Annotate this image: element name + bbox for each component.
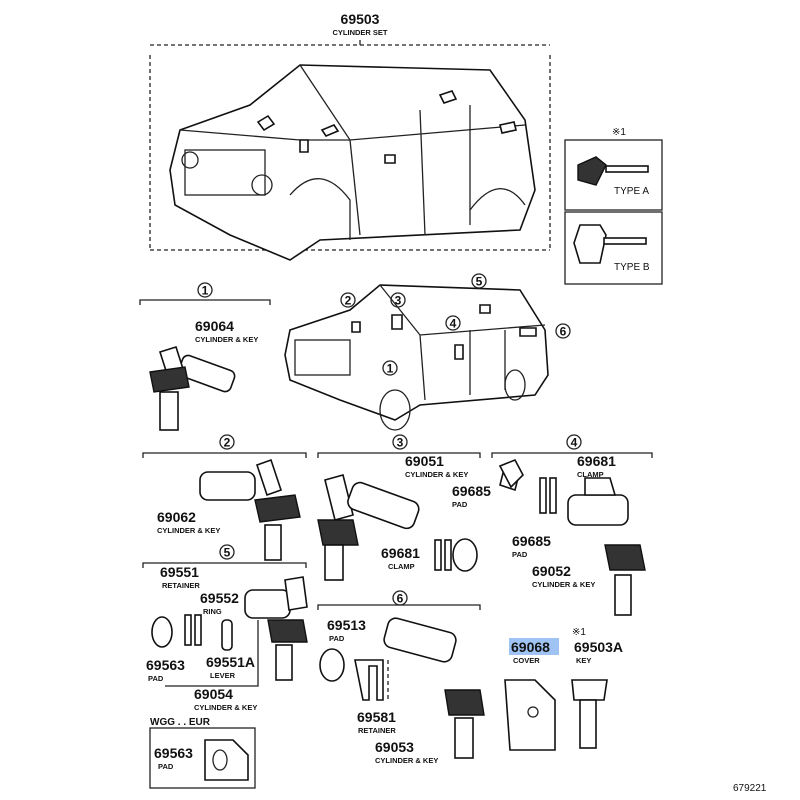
part-desc-69685-b: PAD [512, 550, 528, 559]
cylinder-set-bracket [149, 40, 551, 251]
part-number-69551[interactable]: 69551 [160, 564, 199, 580]
part-desc-69552: RING [203, 607, 222, 616]
part-desc-69551: RETAINER [162, 581, 200, 590]
part-desc-69051: CYLINDER & KEY [405, 470, 468, 479]
key-type-b-box [564, 211, 663, 285]
part-desc-69681-a: CLAMP [388, 562, 415, 571]
part-desc-69563-b: PAD [158, 762, 174, 771]
callout-1-car: 1 [387, 362, 394, 376]
section-brackets [139, 299, 653, 687]
part-number-69062[interactable]: 69062 [157, 509, 196, 525]
part-desc-69551a: LEVER [210, 671, 236, 680]
callout-circles: 1 1 2 3 4 5 6 2 3 4 5 6 [197, 273, 582, 606]
part-number-69552[interactable]: 69552 [200, 590, 239, 606]
part-number-69068[interactable]: 69068 [511, 639, 550, 655]
part-desc-69064: CYLINDER & KEY [195, 335, 258, 344]
callout-6: 6 [397, 592, 404, 606]
region-note: WGG . . EUR [150, 717, 211, 728]
vehicle-illustration-small [284, 284, 549, 431]
part-number-69054[interactable]: 69054 [194, 686, 233, 702]
highlight-69068 [509, 638, 559, 655]
diagram-id: 679221 [733, 783, 767, 794]
key-type-note: ※1 [612, 127, 626, 138]
part-number-69053[interactable]: 69053 [375, 739, 414, 755]
part-number-69581[interactable]: 69581 [357, 709, 396, 725]
callout-5: 5 [224, 546, 231, 560]
part-number-69051[interactable]: 69051 [405, 453, 444, 469]
part-number-69681-b[interactable]: 69681 [577, 453, 616, 469]
part-labels: 69064 CYLINDER & KEY 69062 CYLINDER & KE… [146, 318, 767, 794]
part-desc-69068: COVER [513, 656, 540, 665]
part-desc-69053: CYLINDER & KEY [375, 756, 438, 765]
part-number-69513[interactable]: 69513 [327, 617, 366, 633]
part-number-69563-b[interactable]: 69563 [154, 745, 193, 761]
callout-3: 3 [397, 436, 404, 450]
callout-1-top: 1 [202, 284, 209, 298]
part-desc-cylinder-set: CYLINDER SET [332, 28, 387, 37]
callout-4: 4 [571, 436, 578, 450]
key-type-a-box [564, 139, 663, 211]
key-note-69503a: ※1 [572, 627, 586, 638]
part-number-69563-a[interactable]: 69563 [146, 657, 185, 673]
part-desc-69513: PAD [329, 634, 345, 643]
part-drawings [149, 345, 646, 789]
callout-4-car: 4 [450, 317, 457, 331]
part-desc-69563-a: PAD [148, 674, 164, 683]
part-desc-69581: RETAINER [358, 726, 396, 735]
part-number-69685-a[interactable]: 69685 [452, 483, 491, 499]
part-number-69551a[interactable]: 69551A [206, 654, 255, 670]
callout-5-car: 5 [476, 275, 483, 289]
callout-2: 2 [224, 436, 231, 450]
key-type-a-label: TYPE A [614, 186, 649, 197]
key-type-b-label: TYPE B [614, 262, 650, 273]
callout-3-car: 3 [395, 294, 402, 308]
part-desc-69062: CYLINDER & KEY [157, 526, 220, 535]
part-desc-69052: CYLINDER & KEY [532, 580, 595, 589]
part-desc-69685-a: PAD [452, 500, 468, 509]
part-desc-69503a: KEY [576, 656, 591, 665]
part-number-69503[interactable]: 69503 [341, 11, 380, 27]
callout-6-car: 6 [560, 325, 567, 339]
part-desc-69681-b: CLAMP [577, 470, 604, 479]
callout-2-car: 2 [345, 294, 352, 308]
part-number-69052[interactable]: 69052 [532, 563, 571, 579]
part-number-69685-b[interactable]: 69685 [512, 533, 551, 549]
part-desc-69054: CYLINDER & KEY [194, 703, 257, 712]
part-number-69503a[interactable]: 69503A [574, 639, 623, 655]
part-number-69064[interactable]: 69064 [195, 318, 234, 334]
vehicle-illustration-large [169, 64, 536, 261]
part-number-69681-a[interactable]: 69681 [381, 545, 420, 561]
